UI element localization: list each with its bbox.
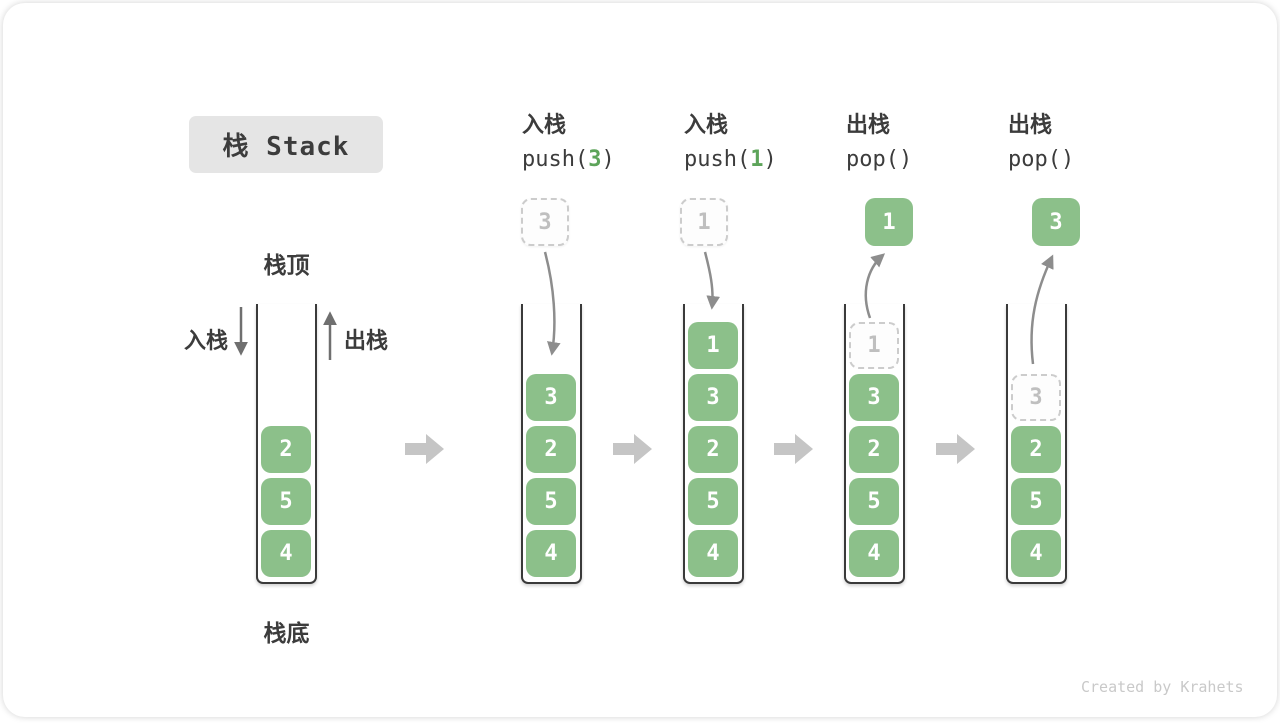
stack-item: 5 xyxy=(1011,478,1061,525)
stack-item: 3 xyxy=(526,374,576,421)
step-arrow-icon xyxy=(613,434,652,464)
stack-after-pop-3: 3 2 5 4 xyxy=(1006,304,1067,584)
column-header-push-3: 入栈 push(3) xyxy=(522,109,672,177)
stack-item: 5 xyxy=(849,478,899,525)
step-arrow-icon xyxy=(936,434,975,464)
popped-item-1: 1 xyxy=(865,198,913,246)
step-arrow-icon xyxy=(774,434,813,464)
op-label: 出栈 xyxy=(846,113,891,138)
code-argument: 1 xyxy=(750,147,764,172)
stack-initial: 2 5 4 xyxy=(256,304,317,584)
op-code: push(3) xyxy=(522,147,615,172)
column-header-pop-3: 出栈 pop() xyxy=(1008,109,1158,177)
credit-text: Created by Krahets xyxy=(1081,678,1244,696)
op-code: pop() xyxy=(1008,147,1075,172)
stack-item: 1 xyxy=(688,322,738,369)
pop-side-label: 出栈 xyxy=(344,329,389,354)
stack-item: 4 xyxy=(849,530,899,577)
stack-item: 5 xyxy=(688,478,738,525)
popped-item-3: 3 xyxy=(1032,198,1080,246)
stack-item: 5 xyxy=(261,478,311,525)
push-1-arrow-icon xyxy=(703,251,721,310)
code-argument: 3 xyxy=(588,147,602,172)
stack-item: 2 xyxy=(526,426,576,473)
stack-item: 2 xyxy=(849,426,899,473)
stack-item-ghost: 3 xyxy=(1011,374,1061,421)
stack-item: 3 xyxy=(849,374,899,421)
stack-after-push-3: 3 2 5 4 xyxy=(521,304,582,584)
incoming-item-1: 1 xyxy=(680,198,728,246)
op-label: 入栈 xyxy=(684,113,729,138)
stack-item: 2 xyxy=(1011,426,1061,473)
stack-top-label: 栈顶 xyxy=(263,253,310,279)
push-side-label: 入栈 xyxy=(184,329,229,354)
diagram-title: 栈 Stack xyxy=(189,116,383,173)
op-label: 出栈 xyxy=(1008,113,1053,138)
diagram-card: 栈 Stack 入栈 push(3) 入栈 push(1) 出栈 pop() 出… xyxy=(3,3,1277,717)
stack-item: 3 xyxy=(688,374,738,421)
stack-item-ghost: 1 xyxy=(849,322,899,369)
stack-item: 4 xyxy=(1011,530,1061,577)
stack-item: 5 xyxy=(526,478,576,525)
column-header-pop-1: 出栈 pop() xyxy=(846,109,996,177)
op-code: push(1) xyxy=(684,147,777,172)
stack-bottom-label: 栈底 xyxy=(263,621,310,647)
stack-item: 2 xyxy=(688,426,738,473)
stack-item: 4 xyxy=(526,530,576,577)
incoming-item-3: 3 xyxy=(521,198,569,246)
column-header-push-1: 入栈 push(1) xyxy=(684,109,834,177)
step-arrow-icon xyxy=(405,434,444,464)
op-label: 入栈 xyxy=(522,113,567,138)
stack-item: 2 xyxy=(261,426,311,473)
stack-item: 4 xyxy=(688,530,738,577)
stack-after-pop-1: 1 3 2 5 4 xyxy=(844,304,905,584)
op-code: pop() xyxy=(846,147,913,172)
stack-item: 4 xyxy=(261,530,311,577)
stack-after-push-1: 1 3 2 5 4 xyxy=(683,304,744,584)
